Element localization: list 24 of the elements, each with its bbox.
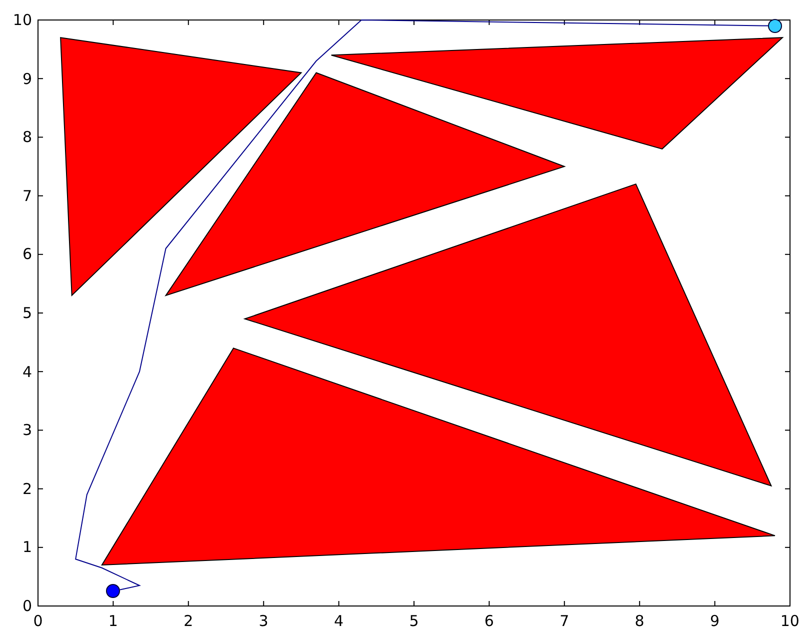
tick-label: 10 — [780, 612, 800, 630]
tick-label: 6 — [22, 245, 32, 264]
tick-label: 0 — [22, 597, 32, 615]
tick-label: 4 — [22, 362, 32, 381]
tick-label: 2 — [22, 480, 32, 498]
tick-label: 9 — [22, 70, 32, 88]
tick-label: 3 — [22, 421, 32, 440]
tick-label: 4 — [334, 612, 344, 630]
start-point — [106, 584, 120, 598]
tick-label: 5 — [409, 612, 419, 630]
tick-label: 3 — [258, 612, 268, 630]
tick-label: 7 — [560, 612, 570, 630]
tick-label: 2 — [184, 612, 194, 630]
tick-label: 9 — [710, 612, 720, 630]
goal-point — [768, 18, 782, 33]
tick-label: 6 — [484, 612, 494, 630]
tick-label: 1 — [22, 538, 32, 556]
tick-label: 8 — [22, 128, 32, 146]
tick-label: 8 — [634, 612, 644, 630]
tick-label: 0 — [33, 612, 43, 630]
tick-label: 5 — [22, 304, 32, 322]
tick-label: 7 — [22, 186, 32, 205]
tick-label: 10 — [12, 11, 32, 29]
tick-label: 1 — [108, 612, 118, 630]
